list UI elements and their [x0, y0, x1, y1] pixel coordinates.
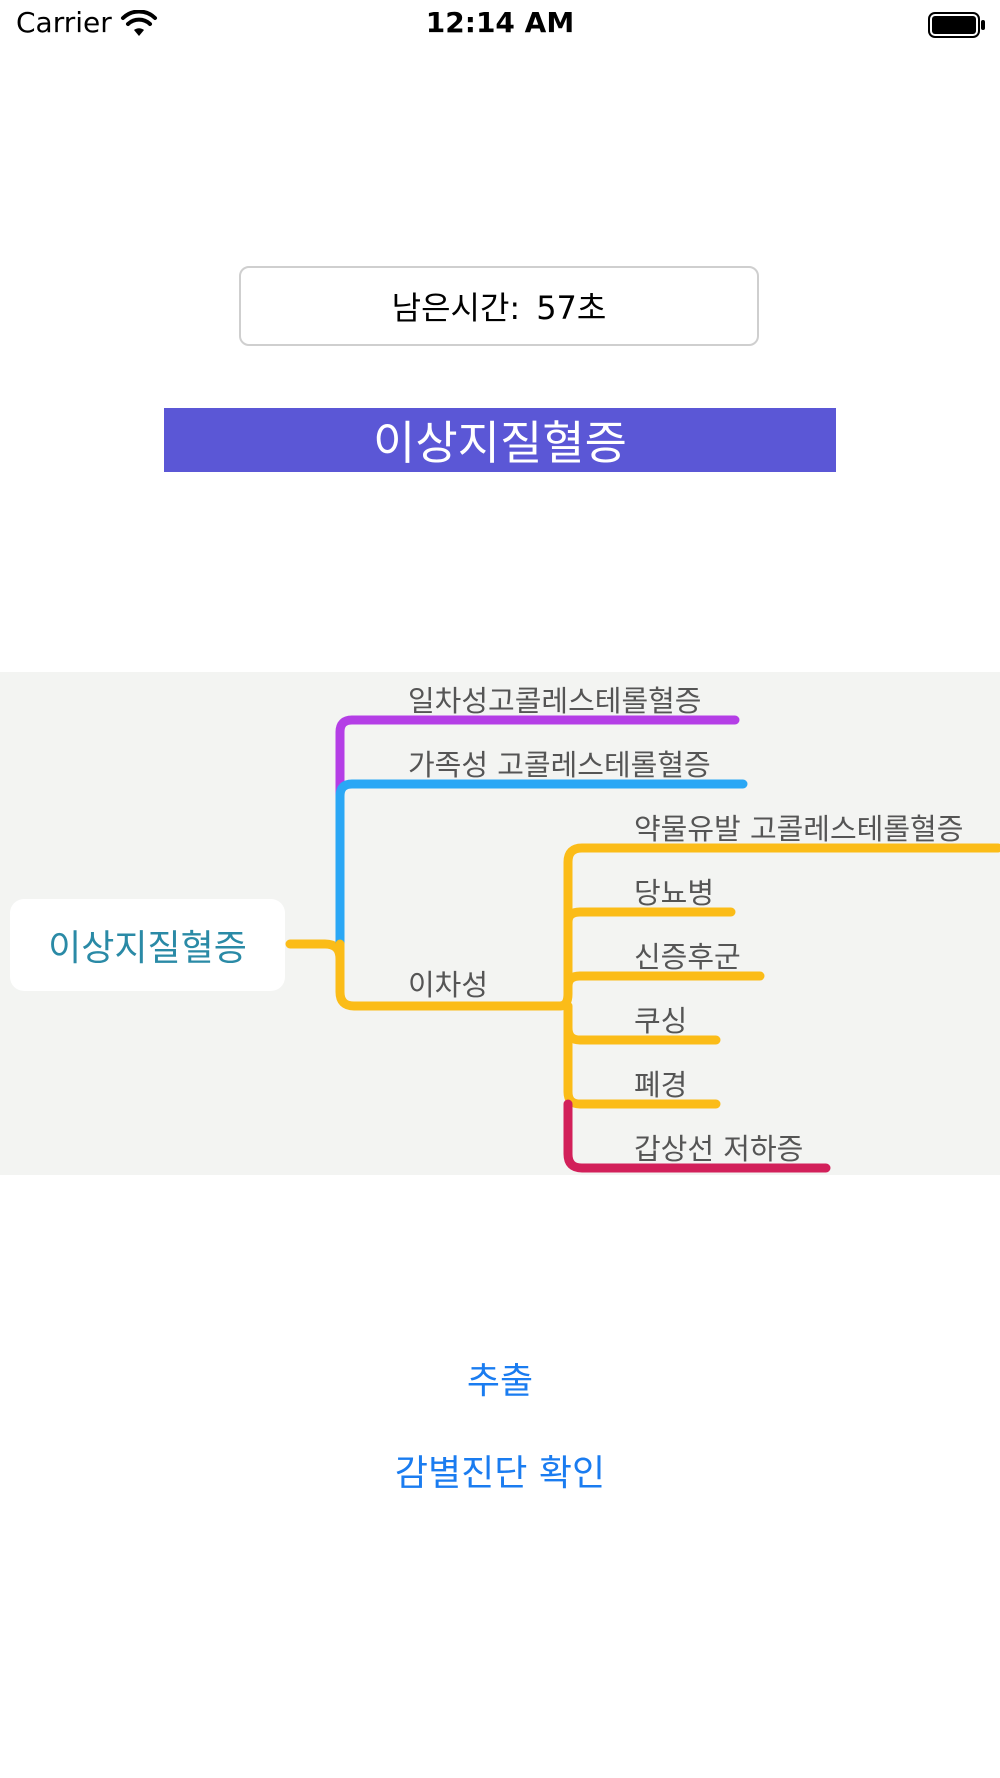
- status-time: 12:14 AM: [425, 6, 575, 39]
- connector-sub-2: [563, 907, 736, 927]
- mindmap-node-hypothyroidism: 갑상선 저하증: [634, 1132, 804, 1166]
- wifi-icon: [121, 10, 157, 36]
- mindmap-node-primary: 일차성고콜레스테롤혈증: [408, 684, 702, 718]
- timer-label: 남은시간:: [391, 289, 521, 327]
- carrier-label: Carrier: [16, 6, 112, 39]
- mindmap-node-nephrotic: 신증후군: [634, 940, 741, 974]
- status-bar: Carrier 12:14 AM: [0, 0, 1000, 52]
- mindmap-node-menopause: 폐경: [634, 1068, 688, 1102]
- extract-button[interactable]: 추출: [466, 1361, 534, 1402]
- mindmap-node-secondary: 이차성: [408, 968, 489, 1002]
- timer-display: 남은시간: 57초: [239, 266, 759, 346]
- timer-value: 57초: [536, 289, 607, 327]
- mindmap-node-drug-induced: 약물유발 고콜레스테롤혈증: [634, 812, 964, 846]
- battery-icon: [928, 12, 985, 38]
- question-title: 이상지질혈증: [164, 408, 836, 472]
- connector-sub-6: [563, 1099, 831, 1173]
- mindmap-connectors: [285, 715, 1000, 1173]
- mindmap-node-cushing: 쿠싱: [634, 1004, 688, 1038]
- differential-diagnosis-button[interactable]: 감별진단 확인: [394, 1453, 606, 1494]
- mindmap-node-familial: 가족성 고콜레스테롤혈증: [408, 748, 711, 782]
- connector-root: [285, 939, 345, 964]
- mindmap-root-node: 이상지질혈증: [10, 899, 285, 991]
- connector-sub-3: [563, 971, 765, 991]
- connector-branch-2: [335, 779, 748, 949]
- connector-subtrunk: [555, 843, 1000, 1011]
- connector-branch-3: [335, 939, 565, 1011]
- mindmap-node-diabetes: 당뇨병: [634, 876, 715, 910]
- mindmap-diagram: 이상지질혈증 일차성고콜레스테롤혈증 가족성 고콜레스테롤혈증 이차성 약물유발…: [0, 672, 1000, 1175]
- connector-branch-1: [335, 715, 740, 949]
